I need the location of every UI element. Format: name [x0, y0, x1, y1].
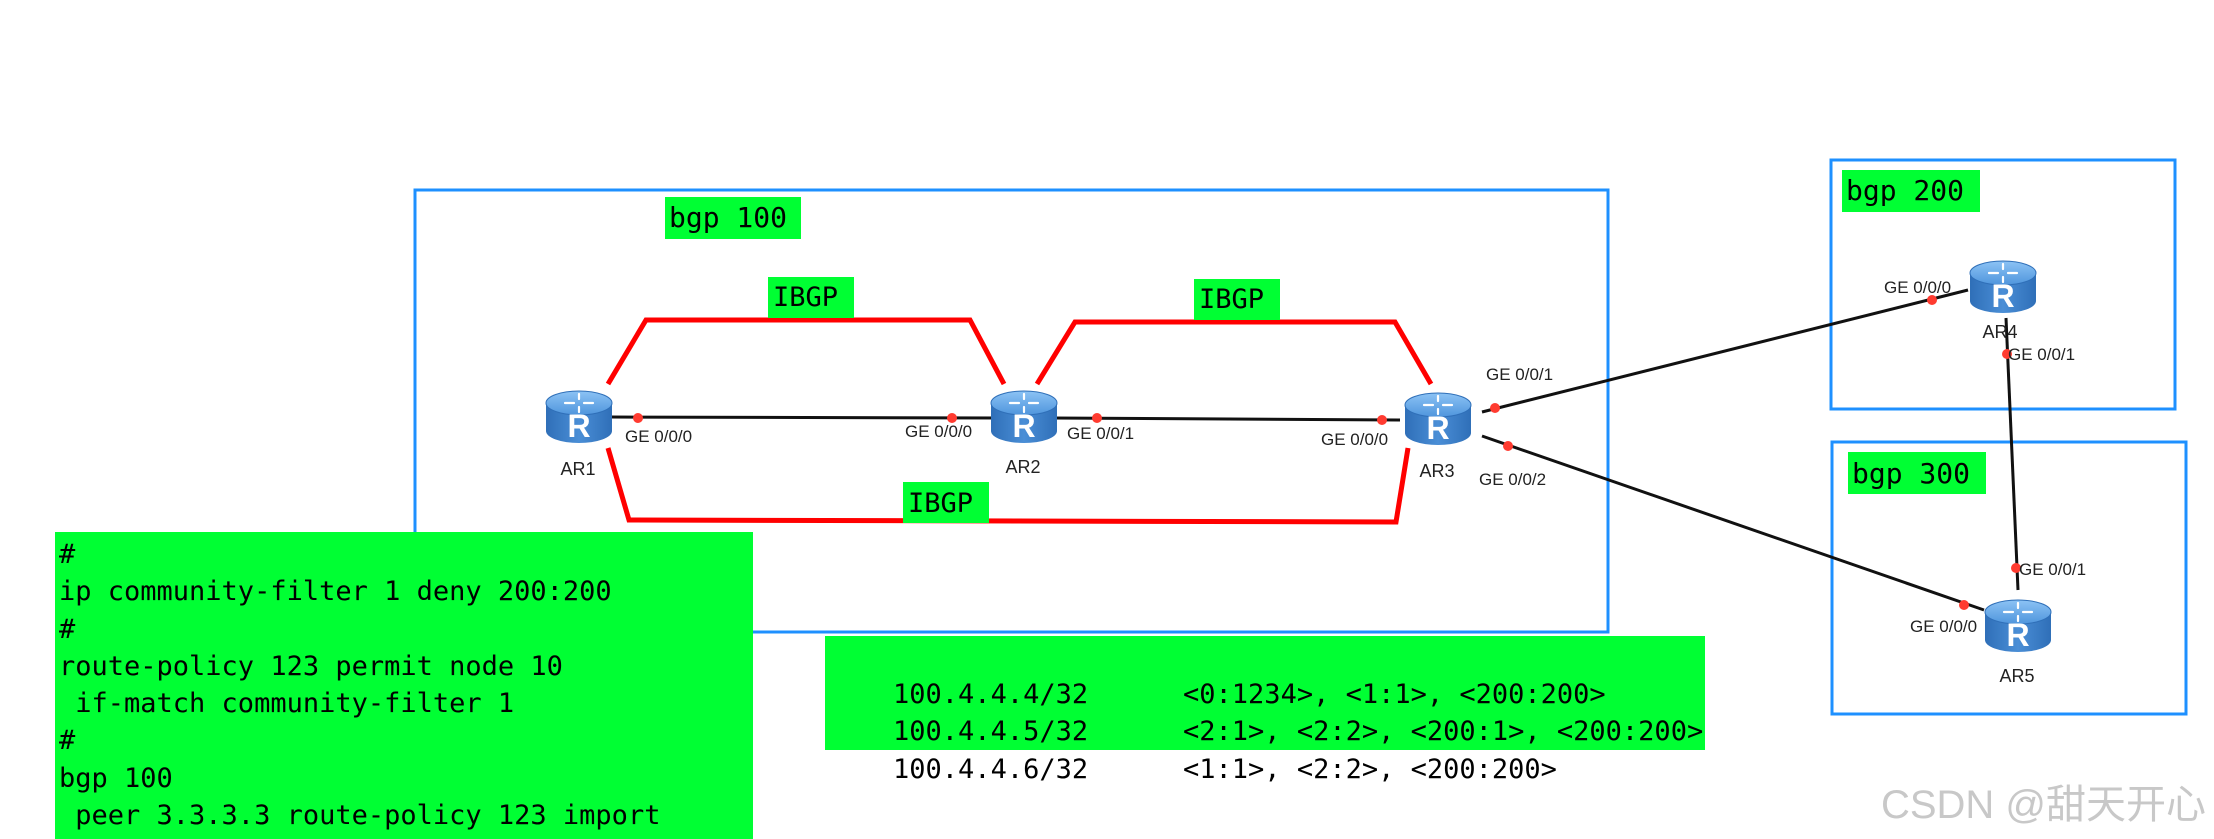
link-ar3-ar5 [1481, 434, 1985, 612]
route-communities: <0:1234>, <1:1>, <200:200> [1183, 678, 1606, 710]
svg-text:R: R [1012, 408, 1035, 444]
ibgp-label-2: IBGP [1199, 284, 1264, 315]
ibgp-session-ar1-ar2 [605, 317, 1007, 386]
port-ar2-ge001: GE 0/0/1 [1067, 424, 1134, 443]
as-label-300: bgp 300 [1852, 457, 1970, 490]
port-ar4-ge001: GE 0/0/1 [2008, 345, 2075, 364]
config-line: ip community-filter 1 deny 200:200 [59, 576, 612, 608]
route-community-list: 100.4.4.4/32 <0:1234>, <1:1>, <200:200> 1… [825, 636, 1705, 785]
as-box-300 [1830, 440, 2188, 716]
as-box-100 [413, 188, 1610, 634]
as-label-100: bgp 100 [669, 201, 787, 234]
as-box-200 [1829, 158, 2177, 411]
route-row: 100.4.4.5/32 <2:1>, <2:2>, <200:1>, <200:… [828, 676, 1705, 747]
ibgp-session-ar2-ar3 [1034, 319, 1434, 386]
link-ar3-ar4 [1481, 288, 1969, 414]
port-ar4-ge000: GE 0/0/0 [1884, 278, 1951, 297]
ibgp-label-1-bg [768, 277, 854, 318]
router-ar5-icon[interactable]: R [1983, 598, 2053, 654]
route-prefix: 100.4.4.4/32 [893, 678, 1089, 710]
router-ar4-label: AR4 [1982, 322, 2017, 342]
config-line: if-match community-filter 1 [59, 688, 515, 720]
as-label-300-bg [1848, 452, 1986, 494]
config-snippet: # ip community-filter 1 deny 200:200 # r… [55, 532, 753, 839]
config-line: bgp 100 [59, 762, 173, 794]
route-communities: <2:1>, <2:2>, <200:1>, <200:200> [1183, 716, 1704, 747]
config-line: # [59, 613, 76, 645]
svg-text:R: R [567, 408, 590, 444]
port-ar5-ge001: GE 0/0/1 [2019, 560, 2086, 579]
ibgp-session-ar1-ar3 [605, 447, 1411, 525]
config-line: # [59, 539, 76, 570]
router-ar2-icon[interactable]: R [989, 389, 1059, 445]
svg-text:R: R [2006, 617, 2029, 653]
port-ar3-ge002: GE 0/0/2 [1479, 470, 1546, 489]
ibgp-label-3-bg [903, 482, 989, 523]
router-ar1-icon[interactable]: R [544, 389, 614, 445]
link-ar1-ar2 [609, 415, 1003, 420]
svg-text:R: R [1991, 278, 2014, 314]
route-row: 100.4.4.4/32 <0:1234>, <1:1>, <200:200> [828, 638, 1705, 710]
route-prefix: 100.4.4.6/32 [893, 753, 1089, 785]
ibgp-label-3: IBGP [908, 488, 973, 519]
config-line: peer 3.3.3.3 route-policy 123 import [59, 800, 661, 832]
port-ar2-ge000: GE 0/0/0 [905, 422, 972, 441]
port-ar3-ge001: GE 0/0/1 [1486, 365, 1553, 384]
port-ar3-ge000: GE 0/0/0 [1321, 430, 1388, 449]
router-ar4-icon[interactable]: R [1968, 259, 2038, 315]
route-prefix: 100.4.4.5/32 [893, 716, 1089, 747]
router-ar3-icon[interactable]: R [1403, 391, 1473, 447]
router-ar1-label: AR1 [560, 459, 595, 479]
config-line: route-policy 123 permit node 10 [59, 650, 563, 682]
link-ar2-ar3 [1051, 416, 1401, 422]
ibgp-label-1: IBGP [773, 282, 838, 313]
router-ar3-label: AR3 [1419, 461, 1454, 481]
link-ar4-ar5 [2004, 317, 2020, 591]
port-dots [633, 295, 2021, 610]
watermark: CSDN @甜天开心 [1881, 783, 2206, 827]
router-ar5-label: AR5 [1999, 666, 2034, 686]
port-ar5-ge000: GE 0/0/0 [1910, 617, 1977, 636]
as-label-100-bg [665, 197, 801, 239]
port-ar1-ge000: GE 0/0/0 [625, 427, 692, 446]
svg-text:R: R [1426, 410, 1449, 446]
as-label-200: bgp 200 [1846, 174, 1964, 207]
router-ar2-label: AR2 [1005, 457, 1040, 477]
as-label-200-bg [1842, 170, 1980, 212]
config-line: # [59, 725, 76, 757]
ibgp-label-2-bg [1194, 279, 1280, 320]
route-communities: <1:1>, <2:2>, <200:200> [1183, 753, 1557, 785]
route-row: 100.4.4.6/32 <1:1>, <2:2>, <200:200> [828, 713, 1705, 785]
